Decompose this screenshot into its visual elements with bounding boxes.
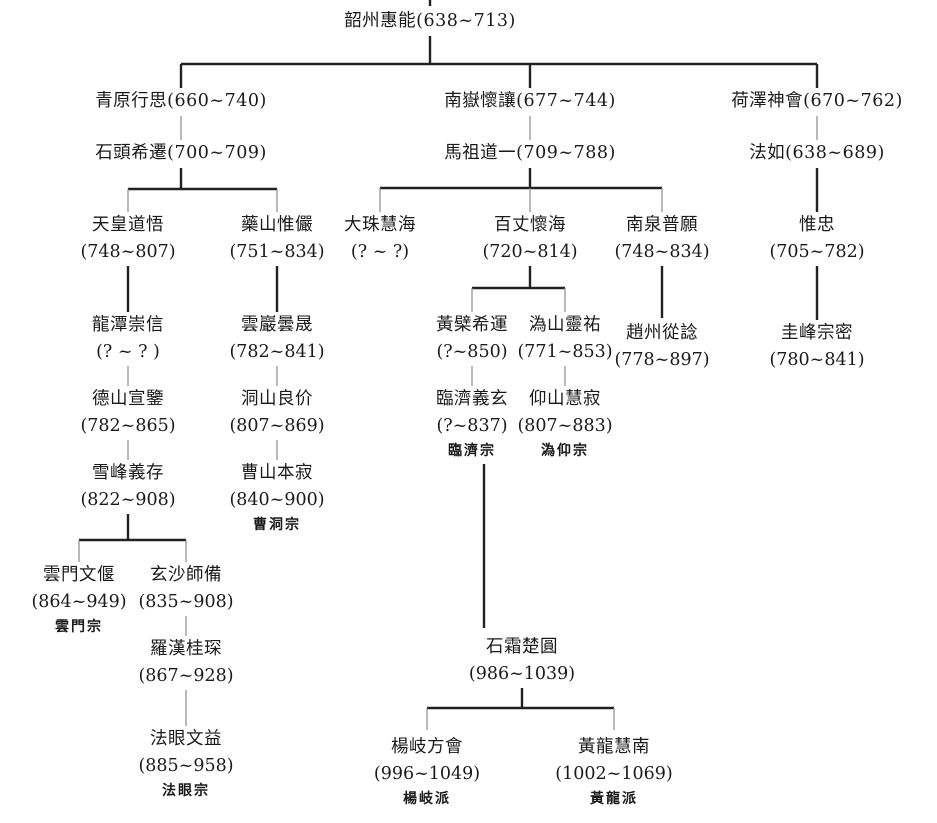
- node-faru: 法如(638~689): [749, 140, 885, 167]
- node-huineng: 韶州惠能(638~713): [344, 8, 516, 35]
- node-dates: (835~908): [138, 592, 234, 612]
- school-label: 臨濟宗: [448, 443, 496, 459]
- node-name: 曹山本寂: [241, 463, 313, 483]
- node-name: 龍潭崇信: [92, 315, 164, 335]
- node-name: 百丈懷海: [494, 215, 566, 235]
- node-name: 南泉普願: [626, 215, 698, 235]
- node-dates: (748~807): [80, 242, 176, 262]
- node-yunmen: 雲門文偃 (864~949) 雲門宗: [31, 562, 126, 638]
- node-name: 黃龍慧南: [577, 737, 650, 757]
- school-label: 曹洞宗: [253, 517, 301, 533]
- node-name: 南嶽懷讓(677~744): [444, 91, 616, 111]
- school-label: 黃龍派: [589, 791, 638, 807]
- node-name: 玄沙師備: [150, 565, 222, 585]
- node-dates: (778~897): [614, 350, 710, 370]
- node-dates: (840~900): [229, 490, 325, 510]
- node-yaoshan: 藥山惟儼 (751~834): [229, 212, 324, 266]
- node-xuefeng: 雪峰義存 (822~908): [80, 460, 175, 514]
- node-dates: (?~850): [436, 342, 508, 362]
- node-dates: (996~1049): [373, 764, 481, 784]
- node-name: 法眼文益: [150, 729, 222, 749]
- node-dates: (705~782): [769, 242, 865, 262]
- node-dates: (748~834): [614, 242, 710, 262]
- node-luohan: 羅漢桂琛 (867~928): [138, 636, 233, 690]
- node-name: 石頭希遷(700~709): [95, 143, 267, 163]
- node-dates: (?~837): [436, 416, 508, 436]
- node-huangbo: 黃檗希運 (?~850): [436, 312, 508, 366]
- node-name: 雲巖曇晟: [241, 315, 313, 335]
- node-name: 馬祖道一(709~788): [444, 143, 616, 163]
- node-dates: (? ~ ?): [350, 242, 410, 262]
- node-dongshan: 洞山良价 (807~869): [229, 386, 324, 440]
- node-nanyue: 南嶽懷讓(677~744): [444, 88, 616, 115]
- node-tianhuang: 天皇道悟 (748~807): [80, 212, 175, 266]
- node-huanglong: 黃龍慧南 (1002~1069) 黃龍派: [555, 734, 672, 810]
- node-dates: (822~908): [80, 490, 176, 510]
- node-dates: (867~928): [138, 666, 234, 686]
- node-name: 黃檗希運: [436, 315, 508, 335]
- node-name: 羅漢桂琛: [150, 639, 222, 659]
- node-name: 天皇道悟: [92, 215, 164, 235]
- node-name: 雲門文偃: [43, 565, 115, 585]
- node-shishuang: 石霜楚圓 (986~1039): [469, 634, 575, 688]
- node-dazhu: 大珠慧海 (? ~ ?): [344, 212, 416, 266]
- node-name: 藥山惟儼: [241, 215, 313, 235]
- node-name: 仰山慧寂: [529, 389, 601, 409]
- node-guifeng: 圭峰宗密 (780~841): [769, 320, 864, 374]
- node-name: 石霜楚圓: [485, 637, 558, 657]
- node-dates: (720~814): [482, 242, 578, 262]
- node-heze: 荷澤神會(670~762): [731, 88, 903, 115]
- node-caoshan: 曹山本寂 (840~900) 曹洞宗: [229, 460, 324, 536]
- node-dates: (986~1039): [468, 664, 576, 684]
- node-dates: (780~841): [769, 350, 865, 370]
- node-name: 臨濟義玄: [436, 389, 508, 409]
- school-label: 溈仰宗: [541, 443, 589, 459]
- node-yangqi: 楊岐方會 (996~1049) 楊岐派: [374, 734, 480, 810]
- node-dates: (864~949): [31, 592, 127, 612]
- node-qingyuan: 青原行思(660~740): [95, 88, 267, 115]
- node-dates: (751~834): [229, 242, 325, 262]
- node-name: 洞山良价: [241, 389, 313, 409]
- node-linji: 臨濟義玄 (?~837) 臨濟宗: [436, 386, 508, 462]
- node-yangshan: 仰山慧寂 (807~883) 溈仰宗: [517, 386, 612, 462]
- node-dates: (782~865): [80, 416, 176, 436]
- node-name: 惟忠: [799, 215, 835, 235]
- node-name: 青原行思(660~740): [95, 91, 267, 111]
- node-yunyan: 雲巖曇晟 (782~841): [229, 312, 324, 366]
- school-label: 雲門宗: [55, 619, 103, 635]
- node-mazu: 馬祖道一(709~788): [444, 140, 616, 167]
- node-dates: (771~853): [517, 342, 613, 362]
- node-name: 韶州惠能(638~713): [344, 11, 516, 31]
- node-name: 雪峰義存: [92, 463, 164, 483]
- node-name: 法如(638~689): [749, 143, 885, 163]
- node-dates: (807~883): [517, 416, 613, 436]
- node-name: 趙州從諗: [626, 323, 698, 343]
- node-shitou: 石頭希遷(700~709): [95, 140, 267, 167]
- node-name: 圭峰宗密: [781, 323, 853, 343]
- node-name: 楊岐方會: [390, 737, 463, 757]
- school-label: 楊岐派: [402, 791, 451, 807]
- node-dates: (782~841): [229, 342, 325, 362]
- node-dates: (? ~ ? ): [96, 342, 160, 362]
- node-baizhang: 百丈懷海 (720~814): [482, 212, 577, 266]
- node-nanquan: 南泉普願 (748~834): [614, 212, 709, 266]
- node-fayan: 法眼文益 (885~958) 法眼宗: [138, 726, 233, 802]
- node-longtan: 龍潭崇信 (? ~ ? ): [92, 312, 164, 366]
- node-weizhong: 惟忠 (705~782): [769, 212, 864, 266]
- node-xuansha: 玄沙師備 (835~908): [138, 562, 233, 616]
- node-name: 德山宣鑒: [92, 389, 164, 409]
- node-name: 荷澤神會(670~762): [731, 91, 903, 111]
- node-dates: (1002~1069): [555, 764, 673, 784]
- school-label: 法眼宗: [162, 783, 210, 799]
- node-name: 溈山靈祐: [529, 315, 601, 335]
- node-guishan: 溈山靈祐 (771~853): [517, 312, 612, 366]
- node-dates: (885~958): [138, 756, 234, 776]
- node-dates: (807~869): [229, 416, 325, 436]
- node-zhaozhou: 趙州從諗 (778~897): [614, 320, 709, 374]
- node-deshan: 德山宣鑒 (782~865): [80, 386, 175, 440]
- node-name: 大珠慧海: [344, 215, 416, 235]
